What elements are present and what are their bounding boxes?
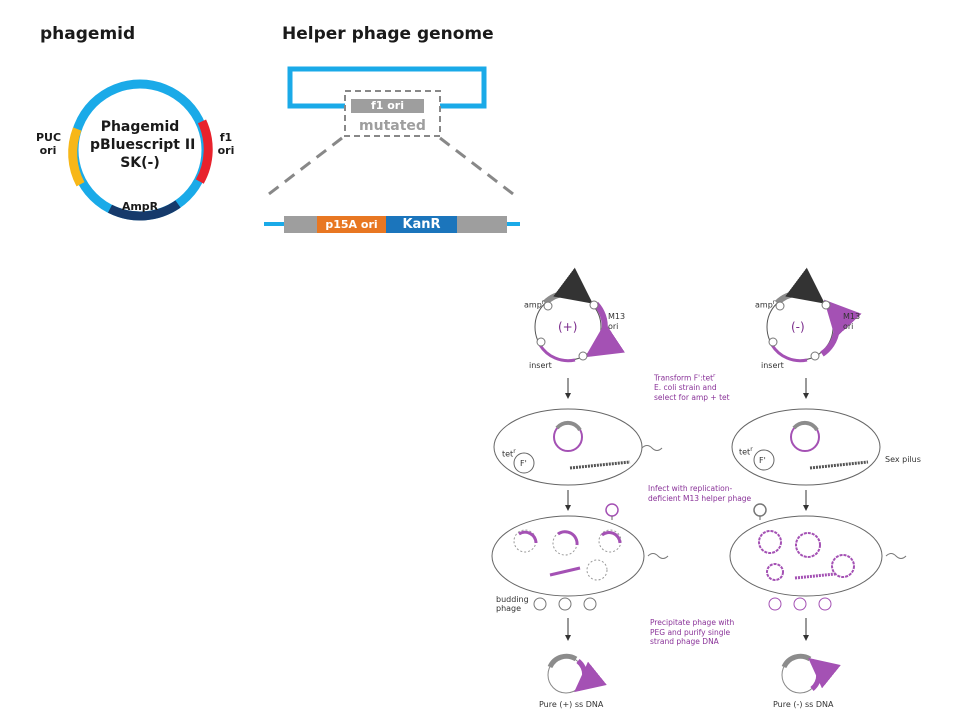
left-plasmid: [534, 267, 625, 363]
tet-superscript: r: [750, 446, 753, 453]
amp-superscript: r: [772, 299, 776, 306]
mutated-label: mutated: [359, 118, 426, 134]
step-3-line: Precipitate phage with: [650, 618, 735, 627]
right-cell-1: [731, 408, 881, 486]
left-cell-2: [491, 503, 669, 611]
right-fprime-label: F': [759, 456, 766, 465]
left-result-label: Pure (+) ss DNA: [539, 700, 604, 709]
f1-ori-segment: [195, 119, 213, 184]
phagemid-name: Phagemid pBluescript II SK(-): [90, 118, 196, 172]
amp-text: amp: [524, 300, 542, 310]
mutated-region-box: [344, 90, 441, 137]
phagemid-name-line: Phagemid: [100, 119, 180, 135]
right-m13-label: M13 ori: [843, 312, 861, 331]
p15a-ori-label: p15A ori: [325, 218, 378, 231]
right-plasmid-sign: (-): [791, 320, 805, 334]
left-m13-label: M13 ori: [608, 312, 626, 331]
f1-ori-box: [351, 99, 424, 113]
kanr-label: KanR: [402, 217, 441, 232]
zoom-line-right: [439, 136, 518, 199]
left-insert-label: insert: [529, 361, 552, 370]
right-tet-label: tetr: [739, 445, 753, 458]
helper-title: Helper phage genome: [282, 24, 494, 44]
kanr-box: [386, 216, 457, 233]
phagemid-title: phagemid: [40, 24, 136, 44]
step-1-text: Transform F':tetr E. coli strain and sel…: [654, 372, 730, 402]
amp-superscript: r: [541, 299, 545, 306]
step-2-line: deficient M13 helper phage: [648, 493, 752, 503]
left-result-circle: [547, 653, 607, 694]
right-insert-label: insert: [761, 361, 784, 370]
zoom-line-left: [264, 136, 343, 199]
right-amp-label: ampr: [755, 298, 775, 311]
step-3-line: PEG and purify single: [650, 627, 731, 637]
tet-superscript: r: [513, 448, 516, 455]
step-1-line: select for amp + tet: [654, 392, 730, 402]
puc-ori-label: PUC ori: [36, 131, 62, 157]
puc-ori-segment: [68, 127, 85, 187]
step-2-text: Infect with replication- deficient M13 h…: [648, 484, 751, 503]
f1-ori-box-label: f1 ori: [370, 99, 405, 112]
step-3-line: strand phage DNA: [650, 637, 719, 646]
sex-pilus-label: Sex pilus: [885, 455, 921, 464]
amp-text: amp: [755, 300, 773, 310]
step-1-line: Transform F':tetr: [654, 372, 730, 383]
left-plasmid-sign: (+): [558, 320, 578, 334]
phagemid-name-line: SK(-): [120, 155, 160, 171]
step-1-line-text: Transform F':tet: [654, 373, 714, 383]
ampr-segment: [107, 200, 181, 221]
tet-text: tet: [739, 447, 751, 457]
left-amp-label: ampr: [524, 298, 544, 311]
left-budding-label: budding phage: [496, 595, 529, 613]
step-1-superscript: r: [713, 373, 716, 379]
ampr-label: AmpR: [121, 200, 159, 213]
right-result-label: Pure (-) ss DNA: [773, 700, 834, 709]
tet-text: tet: [502, 449, 514, 459]
right-plasmid: [766, 267, 862, 363]
step-1-line: E. coli strain and: [654, 383, 717, 392]
p15a-ori-box: [317, 216, 386, 233]
left-tet-label: tetr: [502, 447, 516, 460]
phagemid-name-line: pBluescript II: [90, 137, 196, 153]
left-cell-1: [493, 408, 663, 486]
left-fprime-label: F': [520, 459, 527, 468]
right-result-circle: [781, 653, 841, 694]
right-cell-2: [729, 503, 907, 611]
step-3-text: Precipitate phage with PEG and purify si…: [650, 618, 734, 647]
f1-ori-label: f1 ori: [217, 131, 235, 157]
step-2-line: Infect with replication-: [648, 484, 733, 493]
